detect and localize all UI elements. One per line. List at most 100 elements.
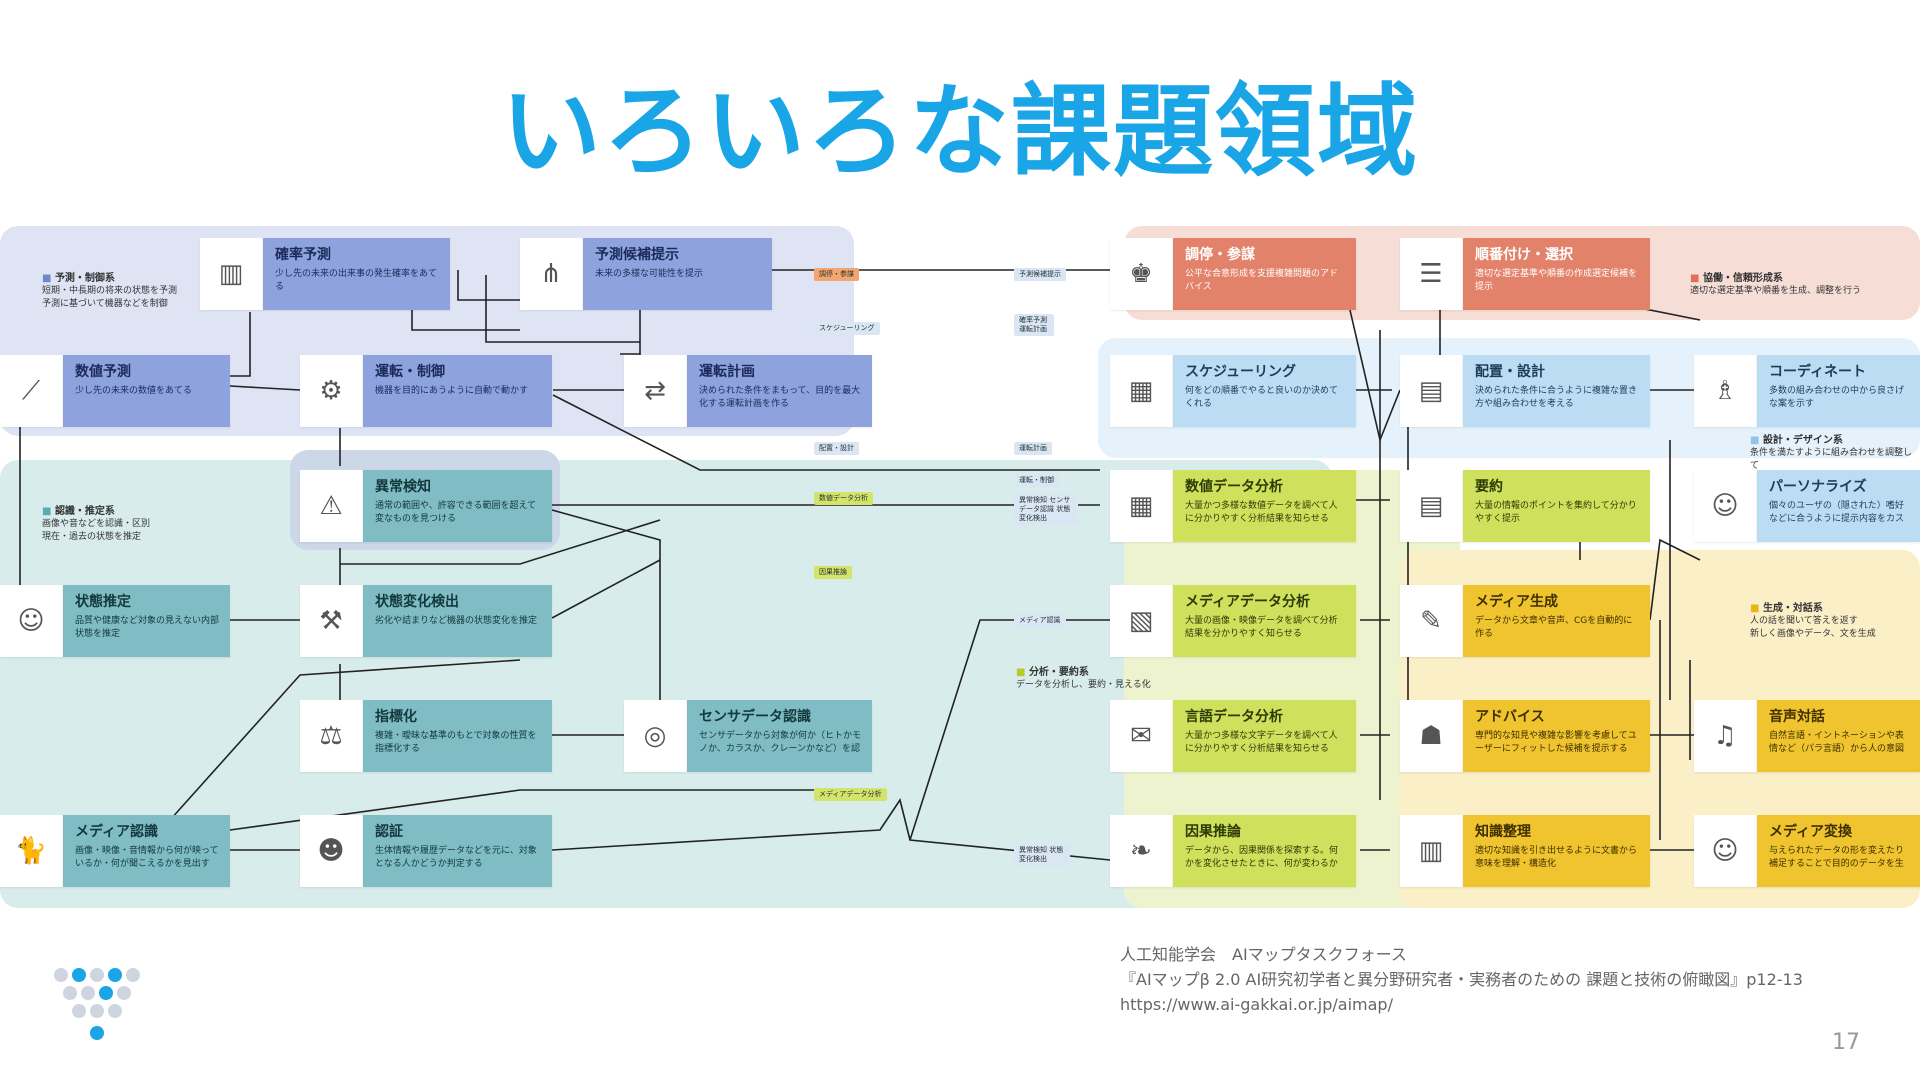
task-desc: 大量かつ多様な文字データを調べて人に分かりやすく分析結果を知らせる <box>1185 731 1338 754</box>
leaf-arrow-icon: ❧ <box>1110 815 1173 887</box>
group-design: 設計・デザイン系 条件を満たすように組み合わせを調整して <box>1750 434 1920 473</box>
connector-label: 数値データ分析 <box>814 492 873 505</box>
group-name: 分析・要約系 <box>1016 666 1151 679</box>
task-authentication[interactable]: ☻ 認証生体情報や履歴データなどを元に、対象となる人かどうか判定する <box>300 815 552 887</box>
text-chart-icon: ✉ <box>1110 700 1173 772</box>
group-name: 認識・推定系 <box>42 505 150 518</box>
sensor-robot-icon: ◎ <box>624 700 687 772</box>
task-operation-planning[interactable]: ⇄ 運転計画決められた条件をまもって、目的を最大化する運転計画を作る <box>624 355 872 427</box>
task-desc: 個々のユーザの（隠された）嗜好などに合うように提示内容をカスタマイズ <box>1769 501 1905 524</box>
task-title: コーディネート <box>1769 364 1867 380</box>
task-sensor-data-recognition[interactable]: ◎ センサデータ認識センサデータから対象が何か（ヒトかモノか、カラスか、クレーン… <box>624 700 872 772</box>
generation-icon: ✎ <box>1400 585 1463 657</box>
task-title: 調停・参謀 <box>1185 247 1255 263</box>
group-consensus: 協働・信頼形成系 適切な選定基準や順番を生成、調整を行う <box>1690 272 1861 298</box>
group-desc: 画像や音などを認識・区別 <box>42 519 151 529</box>
group-generate: 生成・対話系 人の話を聞いて答えを返す 新しく画像やデータ、文を生成 <box>1750 602 1876 641</box>
credit-org: 人工知能学会 AIマップタスクフォース <box>1120 945 1407 964</box>
task-anomaly-detection[interactable]: ⚠ 異常検知通常の範囲や、許容できる範囲を超えて変なものを見つける <box>300 470 552 542</box>
task-desc: 少し先の未来の出来事の発生確率をあてる <box>275 269 437 292</box>
task-title: アドバイス <box>1475 709 1545 725</box>
task-title: スケジューリング <box>1185 364 1297 380</box>
task-ranking-selection[interactable]: ☰ 順番付け・選択適切な選定基準や順番の作成選定候補を提示 <box>1400 238 1650 310</box>
bar-chart-icon: ▥ <box>200 238 263 310</box>
task-causal-inference[interactable]: ❧ 因果推論データから、因果関係を探索する。何かを変化させたときに、何が変わるか… <box>1110 815 1356 887</box>
connector-label: 運転・制御 <box>1014 474 1059 487</box>
warning-robot-icon: ⚠ <box>300 470 363 542</box>
task-desc: 自然言語・イントネーションや表情など（パラ言語）から人の意図をくみ取り適切に <box>1769 731 1905 754</box>
group-recognize-estimate: 認識・推定系 画像や音などを認識・区別 現在・過去の状態を推定 <box>42 505 150 544</box>
task-title: 言語データ分析 <box>1185 709 1283 725</box>
task-title: 知識整理 <box>1475 824 1531 840</box>
task-title: 因果推論 <box>1185 824 1241 840</box>
task-title: パーソナライズ <box>1769 479 1867 495</box>
task-desc: 適切な選定基準や順番の作成選定候補を提示 <box>1475 269 1638 292</box>
task-prediction-candidates[interactable]: ⋔ 予測候補提示未来の多様な可能性を提示 <box>520 238 772 310</box>
task-layout-design[interactable]: ▤ 配置・設計決められた条件に合うように複雑な置き方や組み合わせを考える <box>1400 355 1650 427</box>
task-desc: 少し先の未来の数値をあてる <box>75 386 192 396</box>
outfit-icon: ♗ <box>1694 355 1757 427</box>
ranking-icon: ☰ <box>1400 238 1463 310</box>
id-card-icon: ☻ <box>300 815 363 887</box>
task-desc: 大量の画像・映像データを調べて分析結果を分かりやすく知らせる <box>1185 616 1338 639</box>
task-coordinate[interactable]: ♗ コーディネート多数の組み合わせの中から良さげな案を示す <box>1694 355 1920 427</box>
connector-label: 調停・参謀 <box>814 268 859 281</box>
group-name: 生成・対話系 <box>1750 602 1876 615</box>
task-summarization[interactable]: ▤ 要約大量の情報のポイントを集約して分かりやすく提示 <box>1400 470 1650 542</box>
task-title: 数値データ分析 <box>1185 479 1283 495</box>
task-scheduling[interactable]: ▦ スケジューリング何をどの順番でやると良いのか決めてくれる <box>1110 355 1356 427</box>
robot-arm-icon: ⚙ <box>300 355 363 427</box>
task-mediation[interactable]: ♚ 調停・参謀公平な合意形成を支援複雑問題のアドバイス <box>1110 238 1356 310</box>
logo-dots-icon <box>54 968 154 1048</box>
task-personalize[interactable]: ☺ パーソナライズ個々のユーザの（隠された）嗜好などに合うように提示内容をカスタ… <box>1694 470 1920 542</box>
task-media-generation[interactable]: ✎ メディア生成データから文章や音声、CGを自動的に作る <box>1400 585 1650 657</box>
task-desc: 大量かつ多様な数値データを調べて人に分かりやすく分析結果を知らせる <box>1185 501 1338 524</box>
task-state-change-detection[interactable]: ⚒ 状態変化検出劣化や詰まりなど機器の状態変化を推定 <box>300 585 552 657</box>
group-desc: データを分析し、要約・見える化 <box>1016 680 1151 690</box>
credit-book: 『AIマップβ 2.0 AI研究初学者と異分野研究者・実務者のための 課題と技術… <box>1120 970 1803 989</box>
task-state-estimation[interactable]: ☺ 状態推定品質や健康など対象の見えない内部状態を推定 <box>0 585 230 657</box>
task-desc: 機器を目的にあうように自動で動かす <box>375 386 529 396</box>
connector-label: 配置・設計 <box>814 442 859 455</box>
task-advice[interactable]: ☗ アドバイス専門的な知見や複雑な影響を考慮してユーザーにフィットした候補を提示… <box>1400 700 1650 772</box>
calendar-icon: ▦ <box>1110 355 1173 427</box>
group-analyze: 分析・要約系 データを分析し、要約・見える化 <box>1016 666 1151 692</box>
task-media-recognition[interactable]: 🐈 メディア認識画像・映像・音情報から何が映っているか・何が聞こえるかを見出す <box>0 815 230 887</box>
task-title: センサデータ認識 <box>699 709 811 725</box>
task-desc: 品質や健康など対象の見えない内部状態を推定 <box>75 616 220 639</box>
task-operation-control[interactable]: ⚙ 運転・制御機器を目的にあうように自動で動かす <box>300 355 552 427</box>
task-title: 運転・制御 <box>375 364 445 380</box>
group-predict-control: 予測・制御系 短期・中長期の将来の状態を予測 予測に基づいて機器などを制御 <box>42 272 177 311</box>
task-desc: 多数の組み合わせの中から良さげな案を示す <box>1769 386 1905 409</box>
task-numeric-data-analysis[interactable]: ▦ 数値データ分析大量かつ多様な数値データを調べて人に分かりやすく分析結果を知ら… <box>1110 470 1356 542</box>
document-stack-icon: ▤ <box>1400 470 1463 542</box>
group-desc: 人の話を聞いて答えを返す <box>1750 616 1858 626</box>
task-media-conversion[interactable]: ☺ メディア変換与えられたデータの形を変えたり補足することで目的のデータを生成 <box>1694 815 1920 887</box>
connector-label: 運転計画 <box>1014 442 1052 455</box>
group-desc: 条件を満たすように組み合わせを調整して <box>1750 448 1913 471</box>
task-indexing[interactable]: ⚖ 指標化複雑・曖昧な基準のもとで対象の性質を指標化する <box>300 700 552 772</box>
task-title: メディア変換 <box>1769 824 1853 840</box>
source-credit: 人工知能学会 AIマップタスクフォース 『AIマップβ 2.0 AI研究初学者と… <box>1120 942 1803 1017</box>
task-title: 運転計画 <box>699 364 755 380</box>
connector-label: 予測候補提示 <box>1014 268 1066 281</box>
task-language-data-analysis[interactable]: ✉ 言語データ分析大量かつ多様な文字データを調べて人に分かりやすく分析結果を知ら… <box>1110 700 1356 772</box>
group-name: 設計・デザイン系 <box>1750 434 1920 447</box>
task-title: 指標化 <box>375 709 417 725</box>
task-title: 状態変化検出 <box>375 594 459 610</box>
user-icon: ☺ <box>1694 470 1757 542</box>
task-title: メディアデータ分析 <box>1185 594 1311 610</box>
task-desc: 何をどの順番でやると良いのか決めてくれる <box>1185 386 1339 409</box>
task-title: 要約 <box>1475 479 1503 495</box>
task-title: 数値予測 <box>75 364 131 380</box>
task-desc: 劣化や詰まりなど機器の状態変化を推定 <box>375 616 538 626</box>
task-media-data-analysis[interactable]: ▧ メディアデータ分析大量の画像・映像データを調べて分析結果を分かりやすく知らせ… <box>1110 585 1356 657</box>
task-voice-dialogue[interactable]: ♫ 音声対話自然言語・イントネーションや表情など（パラ言語）から人の意図をくみ取… <box>1694 700 1920 772</box>
task-title: 音声対話 <box>1769 709 1825 725</box>
task-numeric-prediction[interactable]: ⟋ 数値予測少し先の未来の数値をあてる <box>0 355 230 427</box>
task-knowledge-organization[interactable]: ▥ 知識整理適切な知識を引き出せるように文書から意味を理解・構造化 <box>1400 815 1650 887</box>
data-table-icon: ▦ <box>1110 470 1173 542</box>
credit-url[interactable]: https://www.ai-gakkai.or.jp/aimap/ <box>1120 995 1393 1014</box>
task-title: メディア認識 <box>75 824 159 840</box>
task-probability-prediction[interactable]: ▥ 確率予測少し先の未来の出来事の発生確率をあてる <box>200 238 450 310</box>
